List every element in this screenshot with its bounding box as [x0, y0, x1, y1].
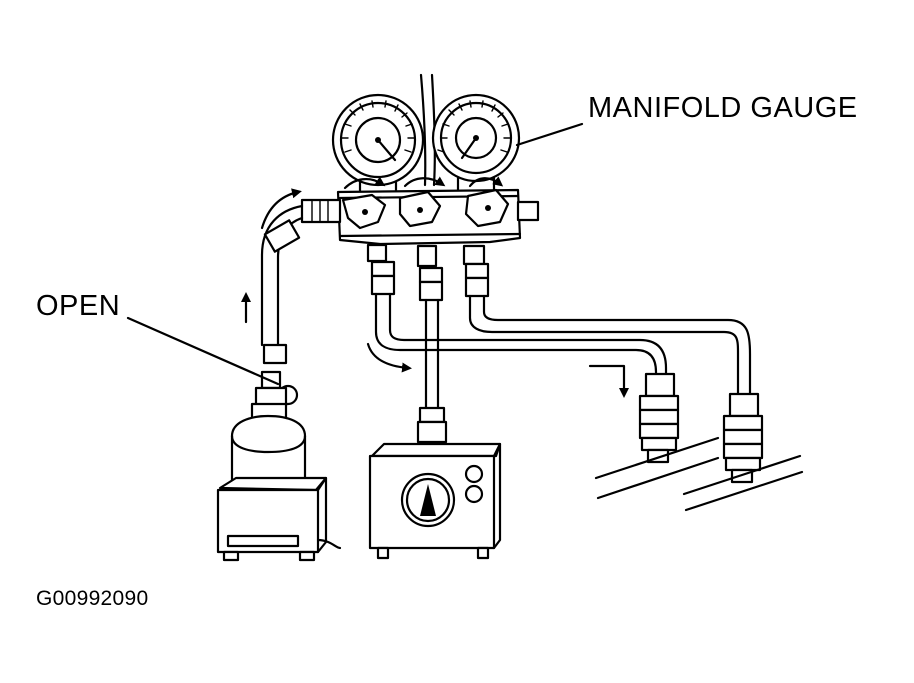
low-side-hose: [366, 292, 668, 398]
service-lines: [594, 436, 804, 512]
low-side-coupler: [638, 372, 680, 464]
center-hose: [416, 298, 448, 444]
open-label: OPEN: [36, 290, 121, 322]
vacuum-pump: [368, 442, 502, 560]
high-side-hose: [468, 294, 752, 398]
low-pressure-gauge: [331, 93, 425, 197]
manifold-gauge-label: MANIFOLD GAUGE: [588, 92, 858, 124]
flow-arrow-icon: [343, 176, 386, 190]
scale: [216, 476, 342, 562]
manifold-fittings: [366, 243, 490, 302]
top-tube: [419, 73, 427, 187]
charging-hose: [241, 188, 304, 347]
high-side-coupler: [722, 392, 764, 484]
manifold-body: [300, 176, 540, 246]
open-leader-line: [126, 316, 280, 386]
high-pressure-gauge: [431, 93, 584, 194]
figure-code: G00992090: [36, 587, 149, 610]
